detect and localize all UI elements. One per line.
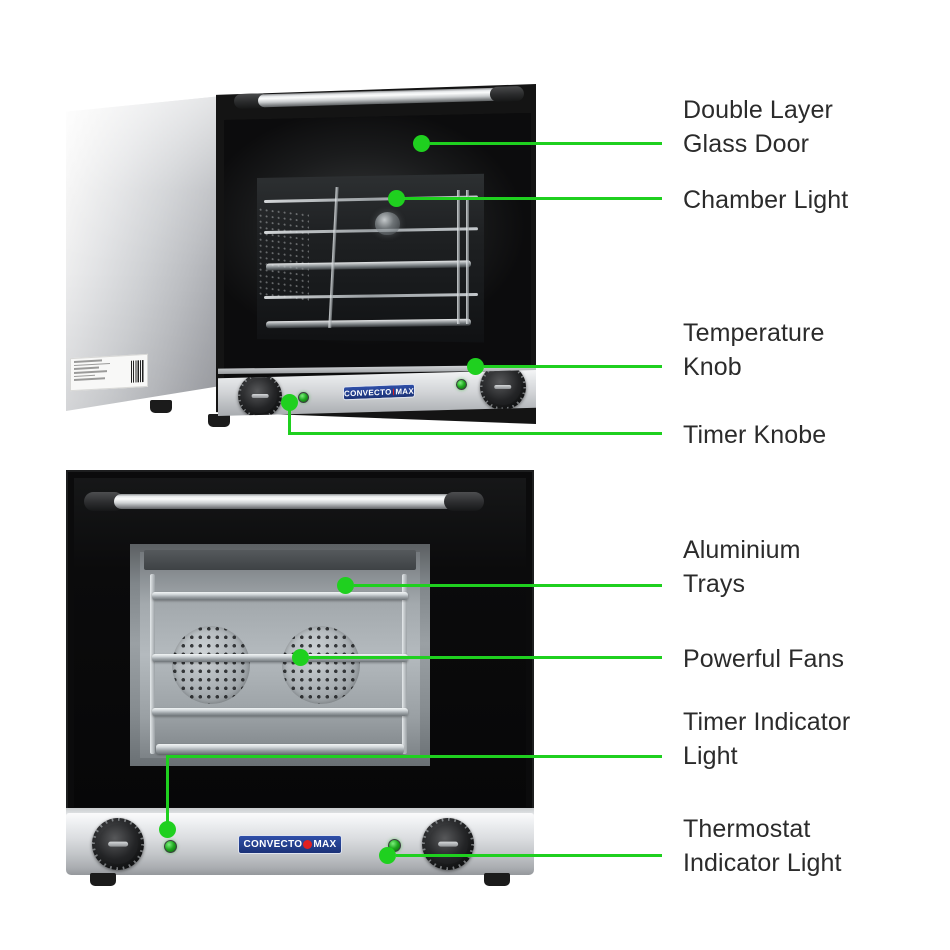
callout-line-timer-knobe-vertical xyxy=(288,403,291,434)
double-layer-glass-door xyxy=(224,112,532,399)
callout-label-temperature-knob: Temperature Knob xyxy=(683,319,825,381)
top-heating-plate xyxy=(144,550,416,570)
callout-dot-aluminium-trays xyxy=(337,577,354,594)
timer-indicator-led xyxy=(298,392,309,403)
callout-line-timer-indicator-horizontal xyxy=(166,755,662,758)
callout-label-timer-knobe: Timer Knobe xyxy=(683,421,827,449)
rating-label xyxy=(70,353,148,392)
timer-indicator-led xyxy=(164,840,177,853)
aluminium-tray-lower xyxy=(152,708,408,716)
rack-side-rail-left xyxy=(150,574,155,754)
brand-text-part2: MAX xyxy=(395,386,414,396)
aluminium-tray-top xyxy=(152,592,408,600)
control-panel-front-view: CONVECTO MAX xyxy=(66,813,534,875)
rack-post xyxy=(457,189,461,324)
brand-dot-icon xyxy=(303,840,313,849)
rubber-foot-right xyxy=(484,873,510,886)
rubber-foot-mid xyxy=(208,414,230,427)
brand-text-part1: CONVECTO xyxy=(344,387,392,398)
callout-label-double-layer-glass-door: Double Layer Glass Door xyxy=(683,96,833,158)
barcode-icon xyxy=(131,360,144,383)
brand-dot-icon xyxy=(392,387,395,395)
callout-dot-thermostat-indicator-light xyxy=(379,847,396,864)
oven-front-body xyxy=(66,470,534,815)
control-panel-edge xyxy=(66,808,534,816)
powerful-fan-left xyxy=(172,626,250,704)
callout-line-thermostat-indicator-light xyxy=(396,854,662,857)
thermostat-indicator-led xyxy=(456,379,467,390)
control-panel-top-view: CONVECTO MAX xyxy=(218,370,536,416)
knob-pointer xyxy=(251,394,269,398)
aluminium-tray-middle xyxy=(152,654,408,662)
rack-post xyxy=(328,186,339,328)
door-handle[interactable] xyxy=(84,492,484,511)
callout-line-timer-knobe-horizontal xyxy=(288,432,662,435)
callout-dot-chamber-light xyxy=(388,190,405,207)
handle-end-cap-left xyxy=(84,492,124,511)
callout-label-powerful-fans: Powerful Fans xyxy=(683,645,845,673)
callout-label-aluminium-trays: Aluminium Trays xyxy=(683,536,801,598)
product-image-top-view: CONVECTO MAX xyxy=(66,84,536,434)
brand-text-part2: MAX xyxy=(313,839,337,850)
brand-logo-top: CONVECTO MAX xyxy=(343,383,415,401)
temperature-knob[interactable] xyxy=(422,818,474,870)
callout-dot-timer-indicator-light xyxy=(159,821,176,838)
handle-end-cap-right xyxy=(489,85,525,102)
control-panel-lip xyxy=(218,365,536,374)
rubber-foot-left xyxy=(90,873,116,886)
oven-chamber xyxy=(130,544,430,766)
product-image-front-view: CONVECTO MAX xyxy=(66,470,566,890)
brand-logo-bottom: CONVECTO MAX xyxy=(238,835,342,854)
door-handle[interactable] xyxy=(233,85,525,110)
handle-bar-icon xyxy=(114,494,454,509)
handle-end-cap-right xyxy=(444,492,484,511)
rack-post xyxy=(466,189,470,324)
brand-text-part1: CONVECTO xyxy=(243,839,303,850)
callout-dot-temperature-knob xyxy=(467,358,484,375)
chamber-light xyxy=(375,212,401,236)
side-air-grill xyxy=(259,207,310,303)
handle-bar-icon xyxy=(257,87,509,108)
callout-line-temperature-knob xyxy=(484,365,662,368)
callout-dot-powerful-fans xyxy=(292,649,309,666)
callout-line-powerful-fans xyxy=(309,656,662,659)
callout-line-double-layer-glass-door xyxy=(430,142,662,145)
knob-pointer xyxy=(108,841,128,847)
callout-label-timer-indicator-light: Timer Indicator Light xyxy=(683,708,851,770)
timer-knob[interactable] xyxy=(92,818,144,870)
rubber-foot-left xyxy=(150,400,172,413)
callout-line-timer-indicator-vertical xyxy=(166,755,169,827)
knob-graduation-ring xyxy=(480,370,526,410)
knob-pointer xyxy=(494,384,512,390)
knob-pointer xyxy=(438,841,458,847)
rack-side-rail-right xyxy=(402,574,407,754)
aluminium-tray-bottom xyxy=(156,744,404,754)
callout-line-aluminium-trays xyxy=(354,584,662,587)
callout-dot-double-layer-glass-door xyxy=(413,135,430,152)
callout-label-chamber-light: Chamber Light xyxy=(683,186,849,214)
wire-shelf xyxy=(266,318,471,329)
powerful-fan-right xyxy=(282,626,360,704)
timer-knob[interactable] xyxy=(238,374,282,416)
callout-line-chamber-light xyxy=(405,197,662,200)
oven-chamber xyxy=(257,173,485,343)
callout-dot-timer-knobe xyxy=(281,394,298,411)
callout-label-thermostat-indicator-light: Thermostat Indicator Light xyxy=(683,815,842,877)
temperature-knob[interactable] xyxy=(480,370,526,410)
